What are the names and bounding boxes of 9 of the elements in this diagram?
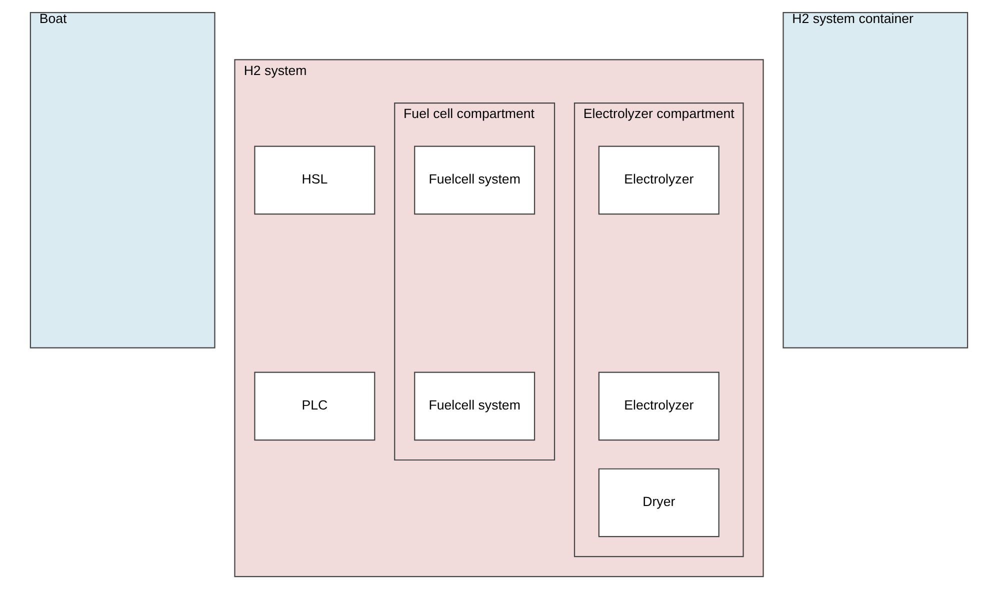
node-box: Electrolyzer [598,146,720,215]
node-box: HSL [254,146,376,215]
node-box: Dryer [598,468,720,538]
node-box: Boat [30,12,216,348]
node-box: PLC [254,372,376,441]
node-box: Fuelcell system [414,146,536,215]
node-box: H2 system container [782,12,968,348]
node-box: Electrolyzer [598,372,720,441]
node-box: Fuelcell system [414,372,536,441]
